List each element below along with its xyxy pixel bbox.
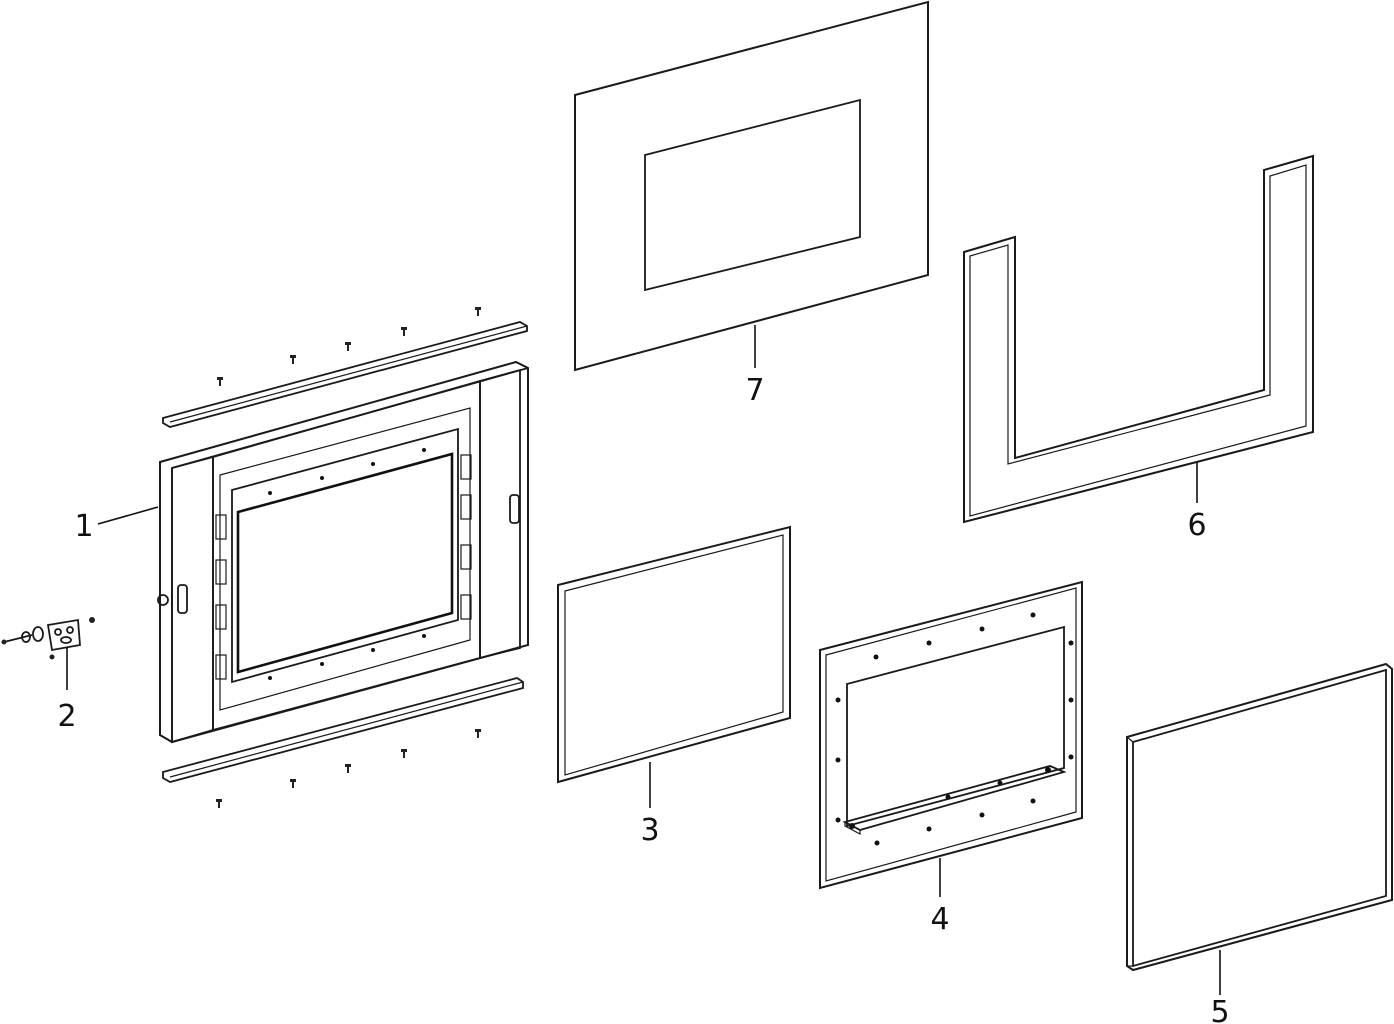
part-1-top-rail bbox=[162, 321, 528, 428]
callout-4: 4 bbox=[930, 902, 949, 937]
part-2-latch-assembly[interactable] bbox=[1, 617, 96, 660]
callout-3: 3 bbox=[640, 813, 659, 848]
part-3-seal-frame[interactable] bbox=[557, 525, 791, 784]
callout-7: 7 bbox=[745, 373, 764, 408]
part-7-front-glass-panel[interactable] bbox=[574, 0, 929, 372]
part-1-bottom-rail bbox=[162, 677, 524, 783]
leader-lines bbox=[66, 325, 1221, 995]
part-5-front-bezel[interactable] bbox=[1126, 662, 1393, 972]
callout-1: 1 bbox=[74, 509, 93, 544]
part-1-main-chassis[interactable] bbox=[157, 360, 529, 744]
callout-5: 5 bbox=[1210, 995, 1229, 1024]
callout-6: 6 bbox=[1187, 508, 1206, 543]
top-screws bbox=[217, 307, 481, 386]
part-4-mounting-plate[interactable] bbox=[819, 580, 1083, 890]
callout-2: 2 bbox=[57, 699, 76, 734]
part-6-u-gasket[interactable] bbox=[963, 154, 1314, 524]
bottom-screws bbox=[216, 729, 481, 808]
